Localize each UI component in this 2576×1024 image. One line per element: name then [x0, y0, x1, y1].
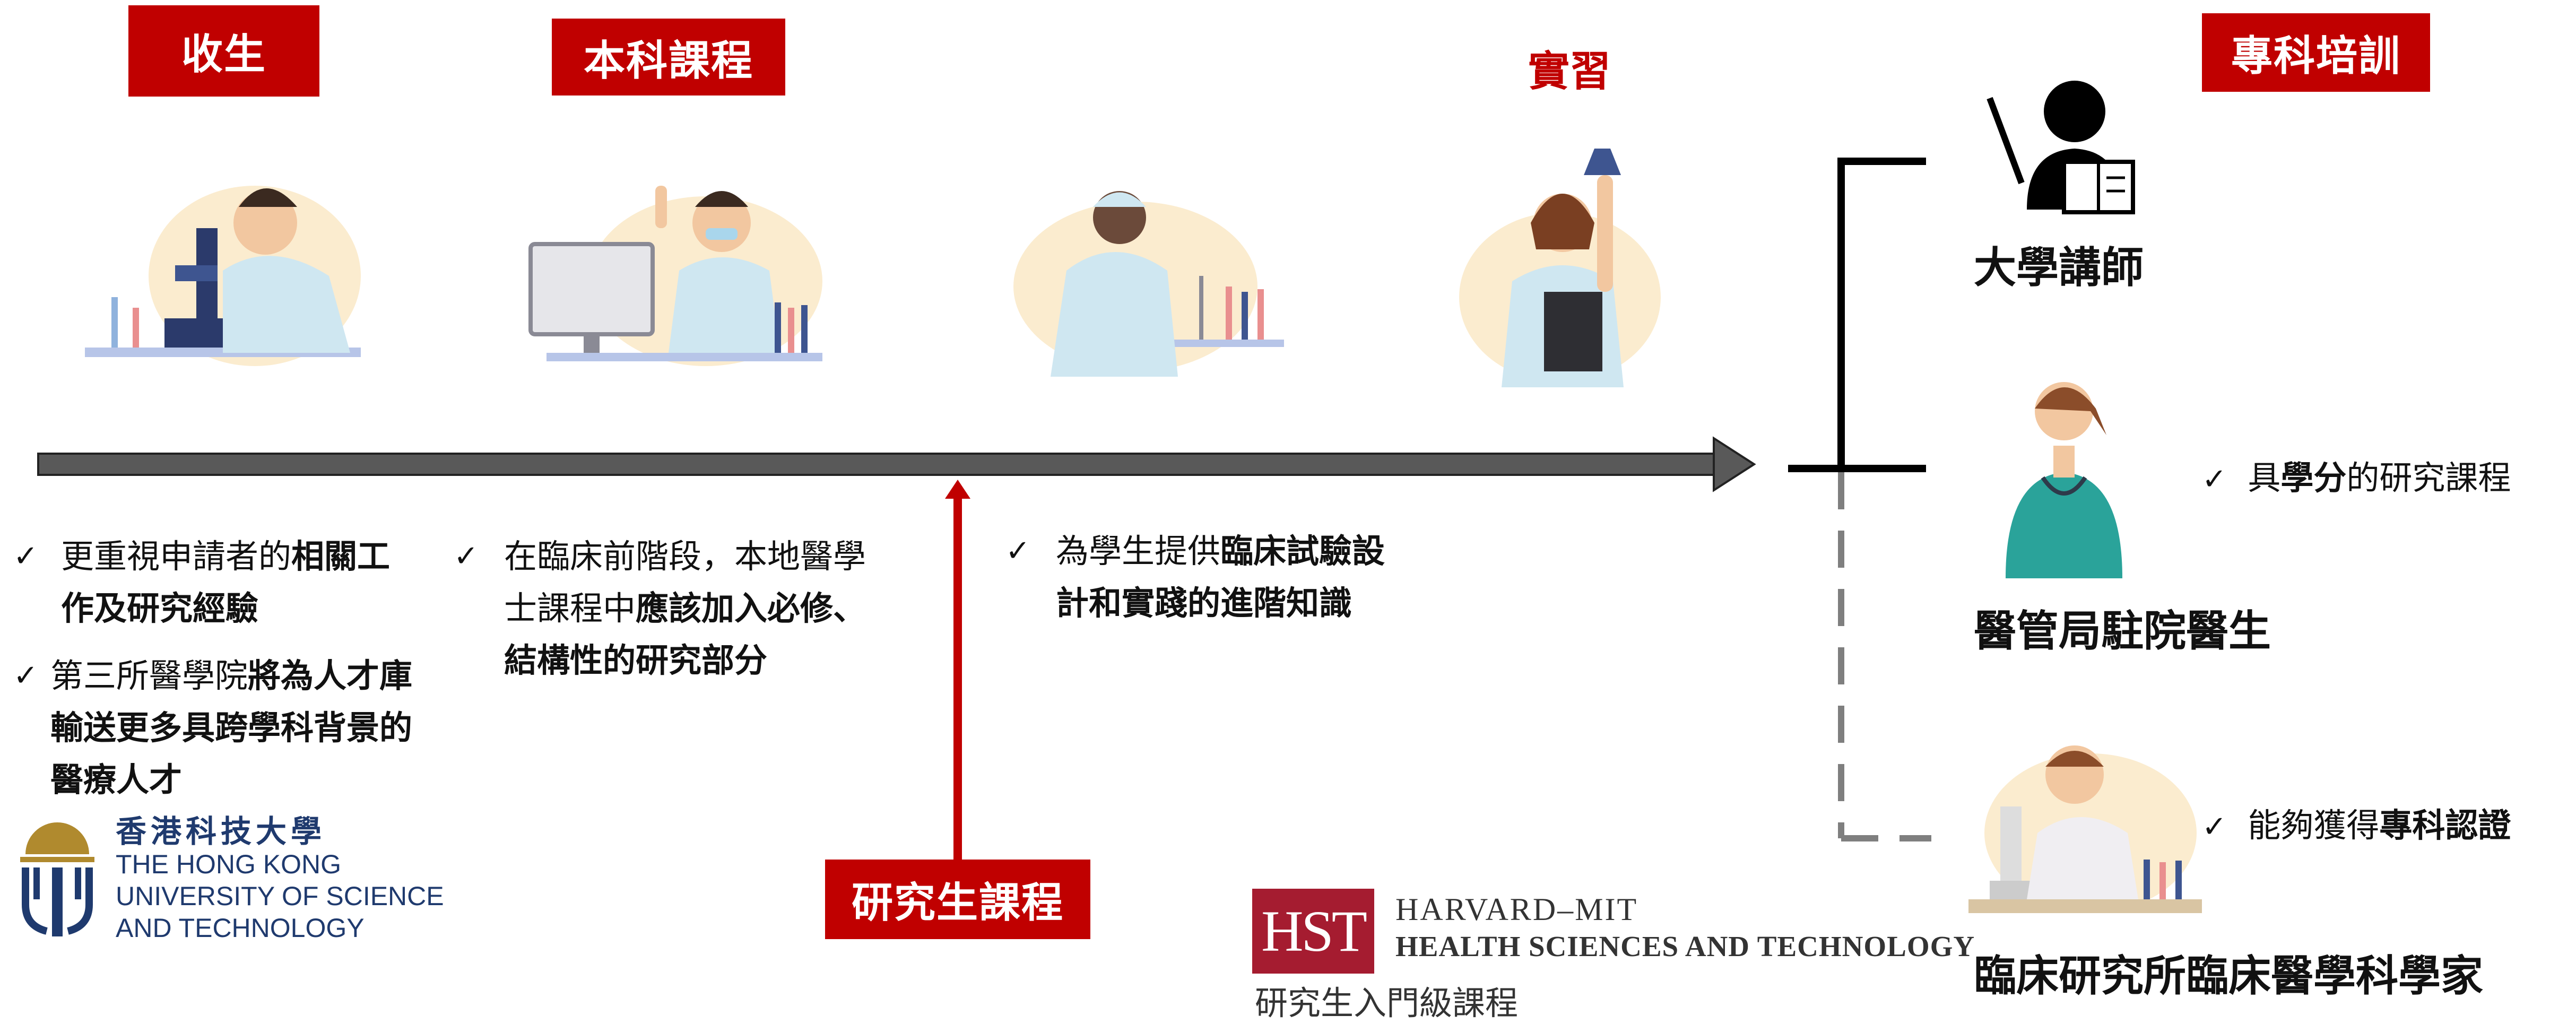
stage-internship: 實習	[1528, 48, 1611, 96]
check-icon: ✓	[454, 539, 479, 574]
hkust-name-cn: 香港科技大學	[116, 813, 326, 849]
scientist-computer-illustration	[528, 186, 822, 366]
hst-caption: 研究生入門級課程	[1255, 984, 1519, 1022]
hst-name-1: HARVARD–MIT	[1395, 892, 1638, 927]
resident-note: ✓ 具學分的研究課程	[2202, 451, 2511, 499]
role-resident: 醫管局駐院醫生	[1974, 606, 2271, 656]
career-bracket	[1788, 158, 1931, 841]
hst-logo-mark: HST	[1252, 889, 1374, 974]
check-icon: ✓	[13, 658, 38, 693]
postgrad-bullet-bold: 臨床試驗設計和實踐的進階知識	[1056, 532, 1385, 622]
timeline-arrow	[37, 436, 1756, 492]
admission-bullet-2-bold: 將為人才庫輸送更多具跨學科背景的醫療人才	[50, 656, 413, 799]
postgrad-bullet-text: 為學生提供	[1056, 532, 1221, 570]
stage-postgrad: 研究生課程	[825, 860, 1090, 939]
scientist-microscope-illustration	[85, 186, 361, 366]
check-icon: ✓	[13, 539, 38, 574]
hkust-name-en-1: THE HONG KONG	[116, 849, 342, 879]
stage-admission: 收生	[128, 5, 319, 97]
stage-specialist-label: 專科培訓	[2231, 32, 2401, 80]
scientist-pipette-illustration	[1013, 191, 1284, 377]
scientist-note: ✓ 能夠獲得專科認證	[2202, 799, 2511, 846]
resident-note-post: 的研究課程	[2346, 458, 2511, 497]
check-icon: ✓	[1005, 534, 1030, 568]
hkust-name-en-2: UNIVERSITY OF SCIENCE	[116, 881, 444, 911]
stage-specialist: 專科培訓	[2202, 13, 2430, 92]
resident-doctor-illustration	[2006, 382, 2122, 578]
resident-note-bold: 學分	[2280, 458, 2347, 497]
undergrad-bullet-bold: 應該加入必修、結構性的研究部分	[504, 589, 866, 680]
hkust-emblem	[20, 822, 94, 936]
scientist-flask-illustration	[1459, 149, 1661, 387]
check-icon: ✓	[2202, 462, 2227, 497]
stage-admission-label: 收生	[181, 31, 266, 79]
role-lecturer: 大學講師	[1974, 243, 2144, 292]
stage-undergrad: 本科課程	[552, 19, 785, 96]
lecturer-icon	[1987, 81, 2135, 214]
check-icon: ✓	[2202, 810, 2227, 844]
undergrad-bullet: ✓ 在臨床前階段，本地醫學士課程中應該加入必修、結構性的研究部分	[454, 531, 878, 687]
hkust-name-en-3: AND TECHNOLOGY	[116, 913, 365, 943]
stage-postgrad-label: 研究生課程	[851, 879, 1064, 927]
resident-note-pre: 具	[2248, 458, 2281, 497]
admission-bullet-1-text: 更重視申請者的	[61, 537, 292, 576]
scientist-note-bold: 專科認證	[2379, 806, 2511, 845]
scientist-note-pre: 能夠獲得	[2248, 806, 2380, 845]
stage-undergrad-label: 本科課程	[583, 37, 753, 85]
hst-logo-mark-text: HST	[1261, 898, 1367, 964]
hst-name-2: HEALTH SCIENCES AND TECHNOLOGY	[1395, 930, 1975, 962]
clinical-scientist-illustration	[1968, 745, 2202, 913]
admission-bullet-2: ✓ 第三所醫學院將為人才庫輸送更多具跨學科背景的醫療人才	[13, 650, 417, 806]
admission-bullet-1-bold: 相關工作及研究經驗	[61, 537, 391, 628]
role-scientist: 臨床研究所臨床醫學科學家	[1974, 951, 2483, 1001]
postgrad-bullet: ✓ 為學生提供臨床試驗設計和實踐的進階知識	[1005, 525, 1409, 629]
postgrad-arrow	[945, 480, 970, 860]
undergrad-bullet-text: 在臨床前階段，本地醫學士課程中	[504, 537, 866, 628]
admission-bullet-2-text: 第三所醫學院	[50, 656, 248, 695]
admission-bullet-1: ✓ 更重視申請者的相關工作及研究經驗	[13, 531, 417, 635]
